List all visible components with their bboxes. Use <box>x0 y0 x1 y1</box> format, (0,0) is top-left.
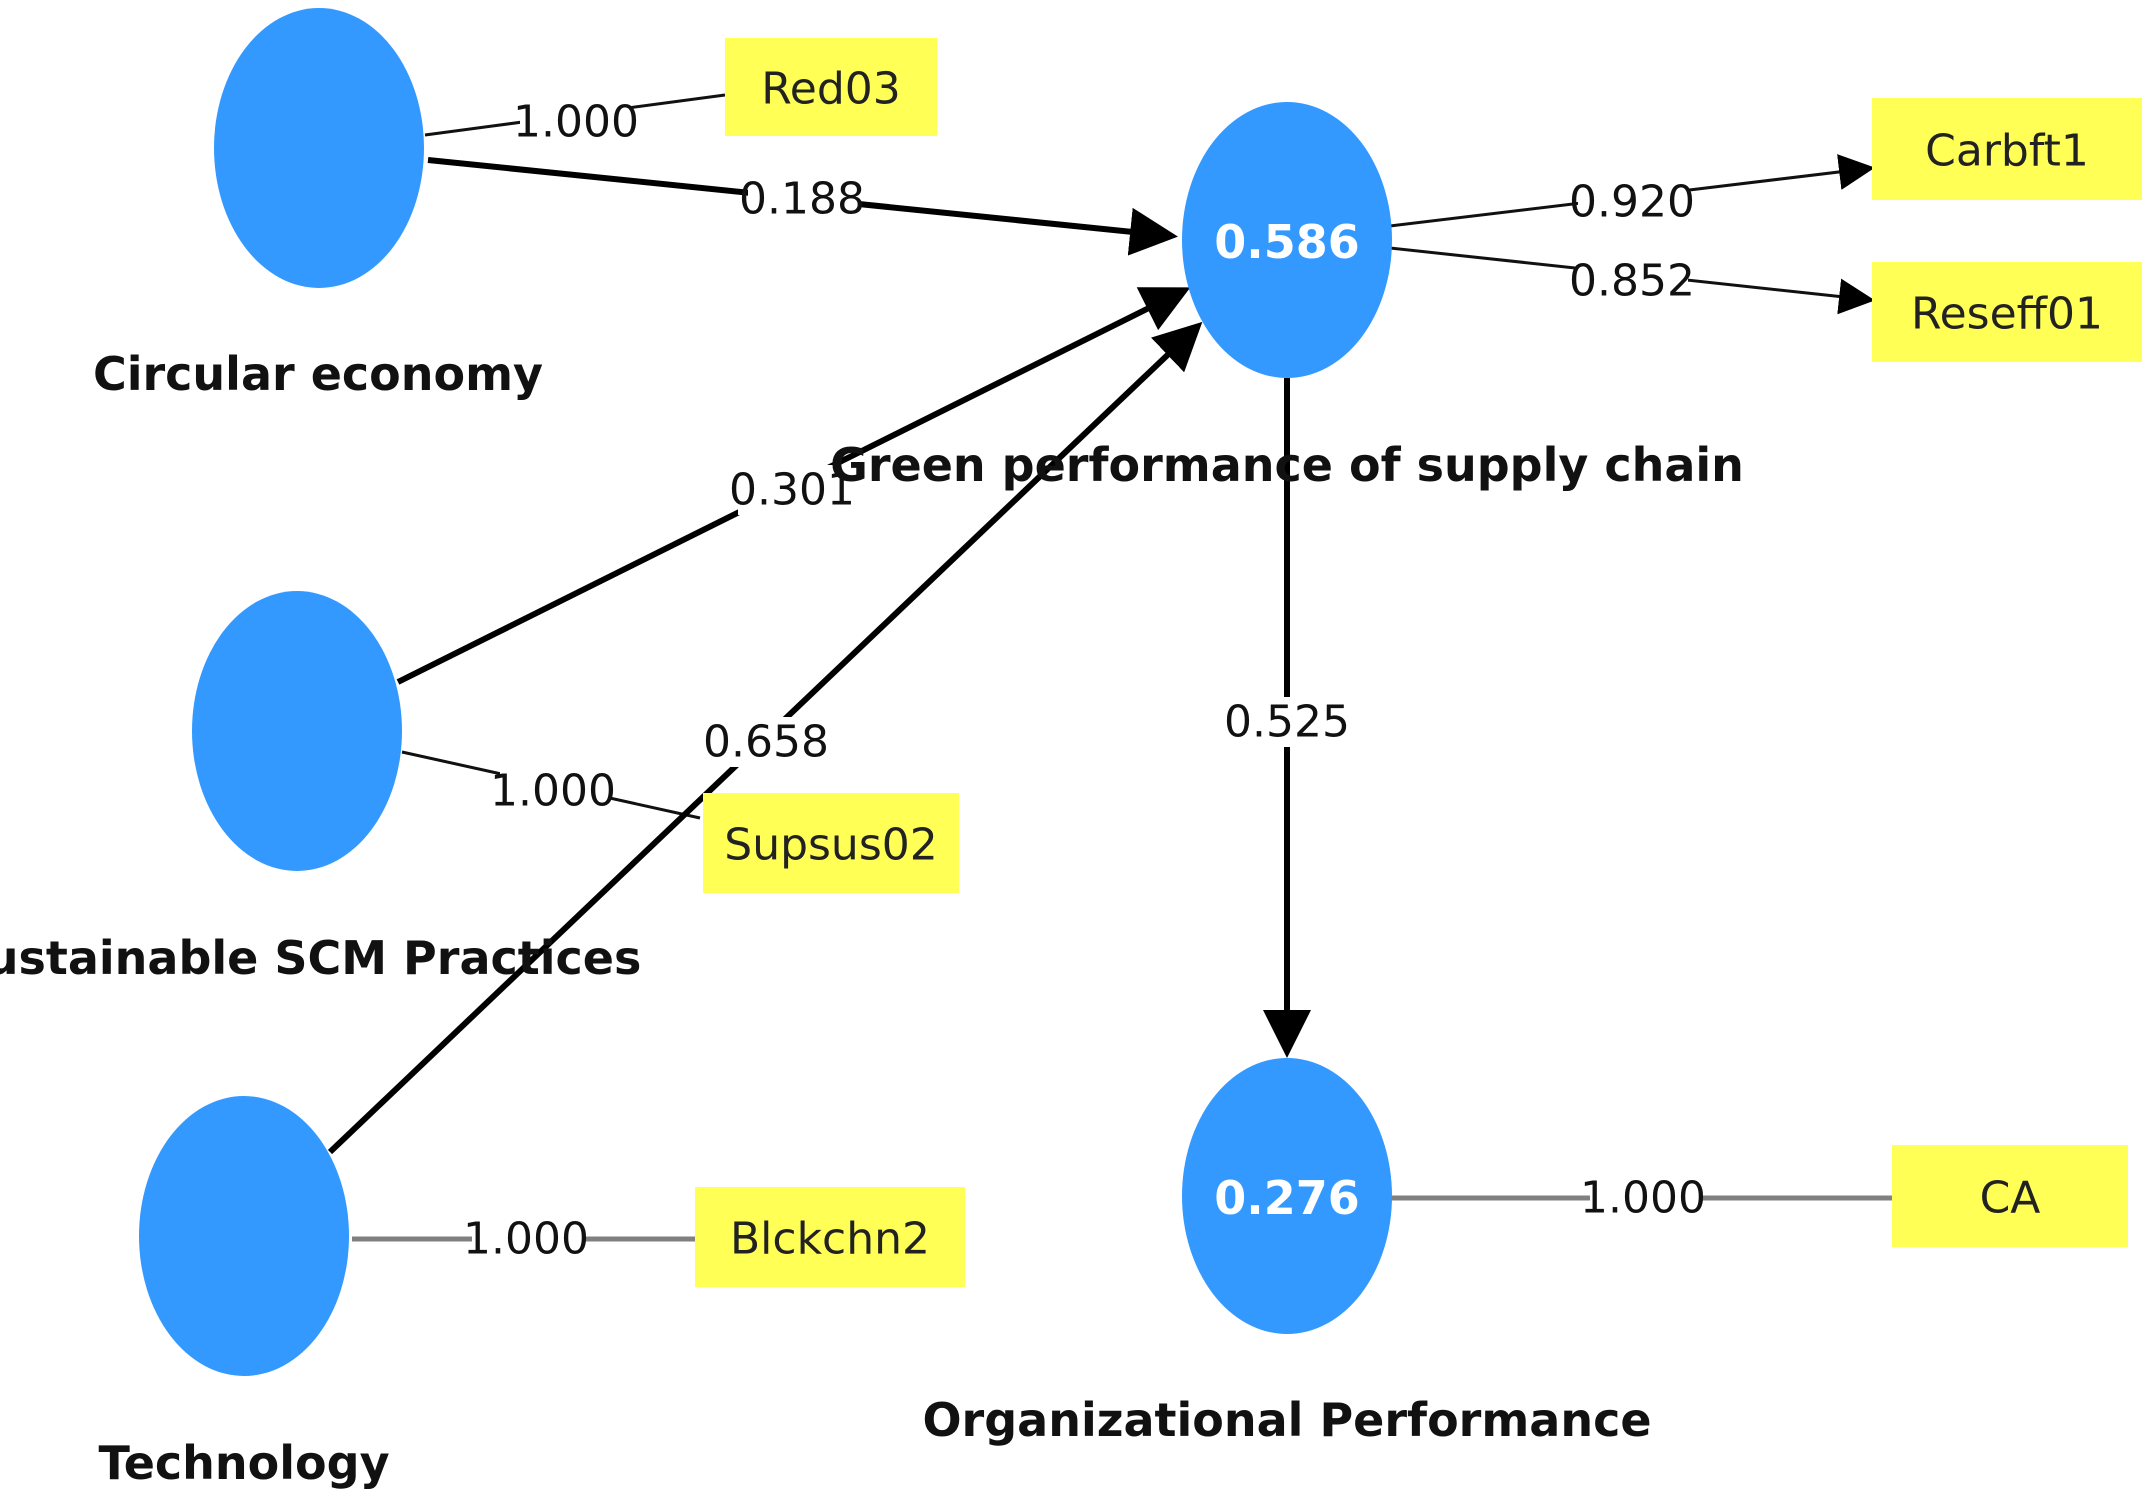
indicator-red03[interactable]: Red03 <box>725 38 937 136</box>
construct-label: Circular economy <box>93 347 543 401</box>
loading-value-scm-supsus02: 1.000 <box>490 766 616 817</box>
path-coefficient-ce-gp: 0.188 <box>739 174 865 225</box>
loading-value-gp-reseff01: 0.852 <box>1569 256 1695 307</box>
indicator-box[interactable] <box>1892 1145 2128 1247</box>
indicator-box[interactable] <box>1872 262 2142 362</box>
construct-label: Green performance of supply chain <box>830 438 1744 492</box>
construct-r-squared: 0.586 <box>1214 215 1360 269</box>
loading-value-ce-red03: 1.000 <box>513 97 639 148</box>
indicator-blckchn2[interactable]: Blckchn2 <box>695 1187 965 1287</box>
indicator-label: CA <box>1980 1173 2041 1224</box>
loading-value-tech-blckchn2: 1.000 <box>463 1214 589 1265</box>
indicator-label: Carbft1 <box>1925 126 2089 177</box>
indicator-box[interactable] <box>725 38 937 136</box>
indicator-label: Reseff01 <box>1911 289 2103 340</box>
constructs: Circular economy Sustainable SCM Practic… <box>0 8 1744 1490</box>
indicator-supsus02[interactable]: Supsus02 <box>703 793 959 893</box>
indicator-label: Blckchn2 <box>730 1214 930 1265</box>
indicator-box[interactable] <box>1872 98 2142 200</box>
construct-organizational-performance[interactable]: 0.276 Organizational Performance <box>922 1058 1652 1447</box>
coefficient-labels: 1.000 0.188 0.301 0.658 1.000 1.000 0.92… <box>463 97 1706 1265</box>
indicator-ca[interactable]: CA <box>1892 1145 2128 1247</box>
construct-technology[interactable]: Technology <box>98 1096 390 1490</box>
path-coefficient-scm-gp: 0.301 <box>729 465 855 516</box>
construct-circle[interactable] <box>214 8 424 288</box>
construct-circle[interactable] <box>1182 1058 1392 1334</box>
path-coefficient-gp-op: 0.525 <box>1224 697 1350 748</box>
construct-label: Sustainable SCM Practices <box>0 931 641 985</box>
path-coefficient-tech-gp: 0.658 <box>703 717 829 768</box>
construct-circle[interactable] <box>1182 102 1392 378</box>
construct-label: Organizational Performance <box>922 1393 1651 1447</box>
loading-value-gp-carbft1: 0.920 <box>1569 177 1695 228</box>
construct-label: Technology <box>98 1436 389 1490</box>
indicator-box[interactable] <box>703 793 959 893</box>
indicator-reseff01[interactable]: Reseff01 <box>1872 262 2142 362</box>
indicator-label: Red03 <box>761 64 901 115</box>
construct-sustainable-scm-practices[interactable]: Sustainable SCM Practices <box>0 591 641 985</box>
indicator-label: Supsus02 <box>724 820 937 871</box>
construct-r-squared: 0.276 <box>1214 1171 1360 1225</box>
indicators: Red03 Supsus02 Blckchn2 Carbft1 Reseff01… <box>695 38 2142 1287</box>
construct-circle[interactable] <box>192 591 402 871</box>
indicator-carbft1[interactable]: Carbft1 <box>1872 98 2142 200</box>
construct-circular-economy[interactable]: Circular economy <box>93 8 543 401</box>
loading-value-op-ca: 1.000 <box>1580 1173 1706 1224</box>
indicator-box[interactable] <box>695 1187 965 1287</box>
construct-circle[interactable] <box>139 1096 349 1376</box>
construct-green-performance-of-supply-chain[interactable]: 0.586 Green performance of supply chain <box>830 102 1744 492</box>
